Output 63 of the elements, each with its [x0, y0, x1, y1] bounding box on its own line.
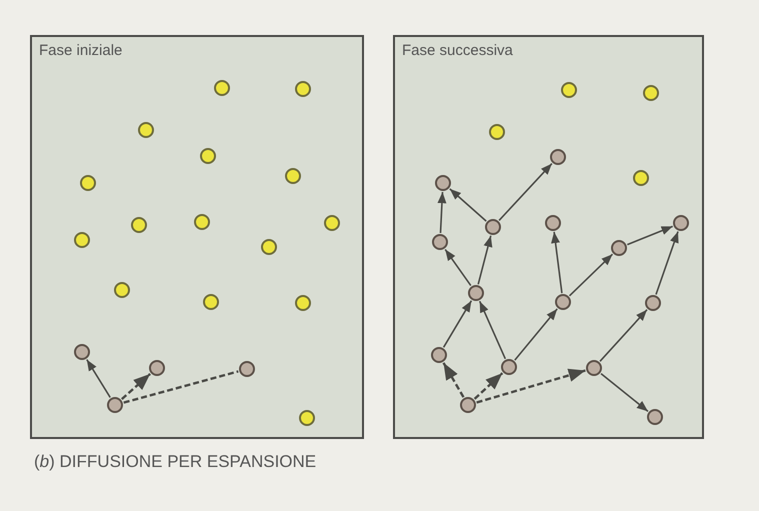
circle-marker [214, 80, 230, 96]
arrow [437, 192, 446, 234]
panel [30, 35, 364, 439]
arrow [655, 231, 679, 295]
circle-marker [485, 219, 501, 235]
arrow [514, 308, 558, 361]
circle-marker [295, 295, 311, 311]
arrow [627, 226, 673, 246]
circle-marker [460, 397, 476, 413]
arrow [599, 309, 648, 362]
dashed-arrow [121, 373, 151, 400]
circle-marker [501, 359, 517, 375]
circle-marker [138, 122, 154, 138]
circle-marker [114, 282, 130, 298]
circle-marker [107, 397, 123, 413]
circle-marker [324, 215, 340, 231]
circle-marker [431, 347, 447, 363]
circle-marker [633, 170, 649, 186]
circle-marker [80, 175, 96, 191]
circle-marker [200, 148, 216, 164]
arrow [444, 248, 472, 286]
circle-marker [435, 175, 451, 191]
panel [393, 35, 704, 439]
arrow [449, 188, 487, 222]
arrow [478, 300, 506, 360]
panel-title: Fase successiva [402, 42, 513, 59]
circle-marker [432, 234, 448, 250]
circle-marker [239, 361, 255, 377]
dashed-arrow [442, 362, 465, 398]
circle-marker [261, 239, 277, 255]
circle-marker [545, 215, 561, 231]
circle-marker [74, 344, 90, 360]
circle-marker [194, 214, 210, 230]
arrow [86, 359, 111, 398]
panel-title: Fase iniziale [39, 42, 122, 59]
dashed-arrow [476, 368, 586, 404]
caption: (b) DIFFUSIONE PER ESPANSIONE [34, 452, 316, 472]
arrow [551, 232, 563, 294]
circle-marker [561, 82, 577, 98]
circle-marker [489, 124, 505, 140]
dashed-arrow [474, 372, 504, 400]
arrow [442, 300, 472, 348]
circle-marker [645, 295, 661, 311]
circle-marker [647, 409, 663, 425]
circle-marker [468, 285, 484, 301]
arrow [600, 372, 648, 412]
circle-marker [555, 294, 571, 310]
arrow [568, 254, 614, 296]
circle-marker [149, 360, 165, 376]
circle-marker [131, 217, 147, 233]
circle-marker [285, 168, 301, 184]
circle-marker [550, 149, 566, 165]
arrow [477, 236, 492, 284]
circle-marker [611, 240, 627, 256]
circle-marker [295, 81, 311, 97]
dashed-line [123, 370, 239, 404]
circle-marker [74, 232, 90, 248]
circle-marker [586, 360, 602, 376]
circle-marker [673, 215, 689, 231]
arrow [498, 163, 552, 221]
circle-marker [299, 410, 315, 426]
circle-marker [203, 294, 219, 310]
circle-marker [643, 85, 659, 101]
